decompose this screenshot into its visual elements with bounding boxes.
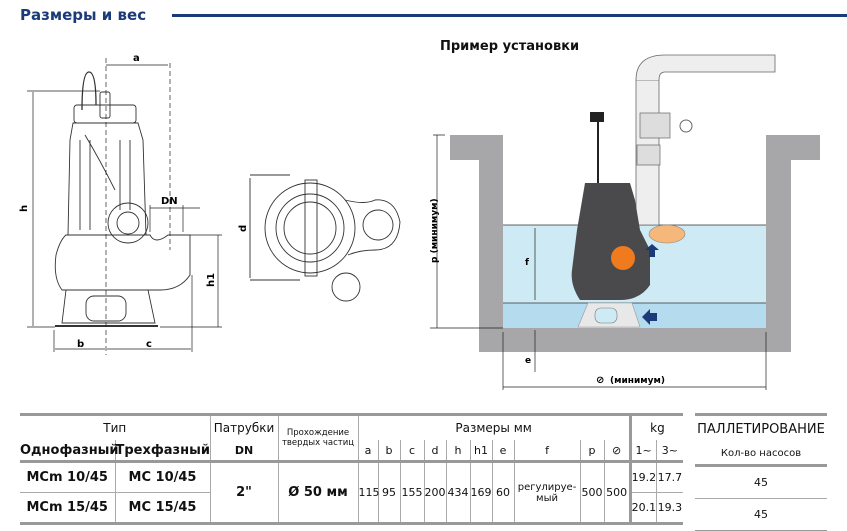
- col-h: h: [445, 440, 471, 463]
- dim-label-h: h: [19, 205, 30, 212]
- header-dims: Размеры мм: [357, 414, 631, 440]
- dim-h: 434: [445, 461, 471, 524]
- title-rule: [172, 14, 847, 17]
- page-title: Размеры и вес: [20, 6, 147, 24]
- pallet-table: ПАЛЛЕТИРОВАНИЕ Кол-во насосов 45 45: [695, 413, 827, 531]
- pallet-subtitle: Кол-во насосов: [695, 442, 827, 467]
- installation-title: Пример установки: [440, 39, 580, 54]
- model-single: MCm 15/45: [26, 500, 108, 515]
- header-solids: Прохождение твердых частиц: [277, 414, 359, 463]
- dim-label-h1: h1: [206, 273, 217, 287]
- pump-top-view: [249, 174, 401, 302]
- dimension-lines: [27, 58, 222, 355]
- model-single: MCm 10/45: [20, 461, 115, 493]
- dim-label-p: p (минимум): [430, 198, 440, 263]
- dim-square: 500: [603, 461, 631, 524]
- col-f: f: [513, 440, 581, 463]
- dim-p: 500: [579, 461, 605, 524]
- table-row: MCm 15/45 MC 15/45 20.1 19.3: [20, 492, 684, 524]
- dim-label-c: c: [146, 339, 152, 350]
- dn-value: 2": [209, 461, 279, 524]
- dim-d: 200: [423, 461, 447, 524]
- table-row: MCm 10/45 MC 10/45 2" Ø 50 мм 115 95 155…: [20, 461, 684, 524]
- dim-b: 95: [377, 461, 401, 524]
- col-h1: h1: [469, 440, 493, 463]
- kg-3: 17.7: [655, 461, 684, 493]
- dim-label-e: e: [525, 356, 531, 366]
- header-three-phase: Трехфазный: [114, 440, 211, 463]
- dim-f: регулируе-мый: [513, 461, 581, 524]
- header-kg: kg: [628, 414, 684, 440]
- dim-label-d: d: [238, 225, 249, 232]
- kg-3: 19.3: [655, 492, 684, 524]
- dim-h1: 169: [469, 461, 493, 524]
- spec-table: Тип Патрубки Прохождение твердых частиц …: [20, 413, 684, 525]
- kg-1: 19.2: [628, 461, 657, 493]
- col-d: d: [423, 440, 447, 463]
- dim-label-b: b: [77, 339, 84, 350]
- col-kg-1: 1~: [628, 440, 657, 463]
- kg-1: 20.1: [628, 492, 657, 524]
- model-three: MC 15/45: [114, 492, 211, 524]
- col-b: b: [377, 440, 401, 463]
- pump-side-view: [54, 71, 191, 327]
- pallet-value: 45: [754, 508, 768, 521]
- model-three: MC 10/45: [114, 461, 211, 493]
- header-single-phase: Однофазный: [20, 440, 119, 463]
- header-dn: DN: [209, 440, 279, 463]
- col-a: a: [357, 440, 379, 463]
- dim-label-f: f: [525, 258, 529, 268]
- col-square: ⊘: [603, 440, 631, 463]
- dim-e: 60: [491, 461, 515, 524]
- drawings: a h DN h1 b c d: [19, 53, 820, 390]
- header-type: Тип: [103, 421, 127, 435]
- dim-a: 115: [357, 461, 380, 524]
- col-e: e: [491, 440, 515, 463]
- col-c: c: [399, 440, 425, 463]
- dim-label-a: a: [133, 53, 140, 64]
- installation-diagram: [430, 54, 820, 390]
- pallet-value: 45: [695, 465, 827, 499]
- col-kg-3: 3~: [655, 440, 684, 463]
- dim-label-square: ⊘: [596, 375, 604, 386]
- pallet-title: ПАЛЛЕТИРОВАНИЕ: [697, 421, 825, 437]
- solids-value: Ø 50 мм: [277, 461, 359, 524]
- dim-c: 155: [399, 461, 425, 524]
- header-ports: Патрубки: [209, 414, 279, 440]
- dim-label-min: (минимум): [610, 376, 665, 386]
- dim-label-dn: DN: [161, 196, 178, 207]
- col-p: p: [579, 440, 605, 463]
